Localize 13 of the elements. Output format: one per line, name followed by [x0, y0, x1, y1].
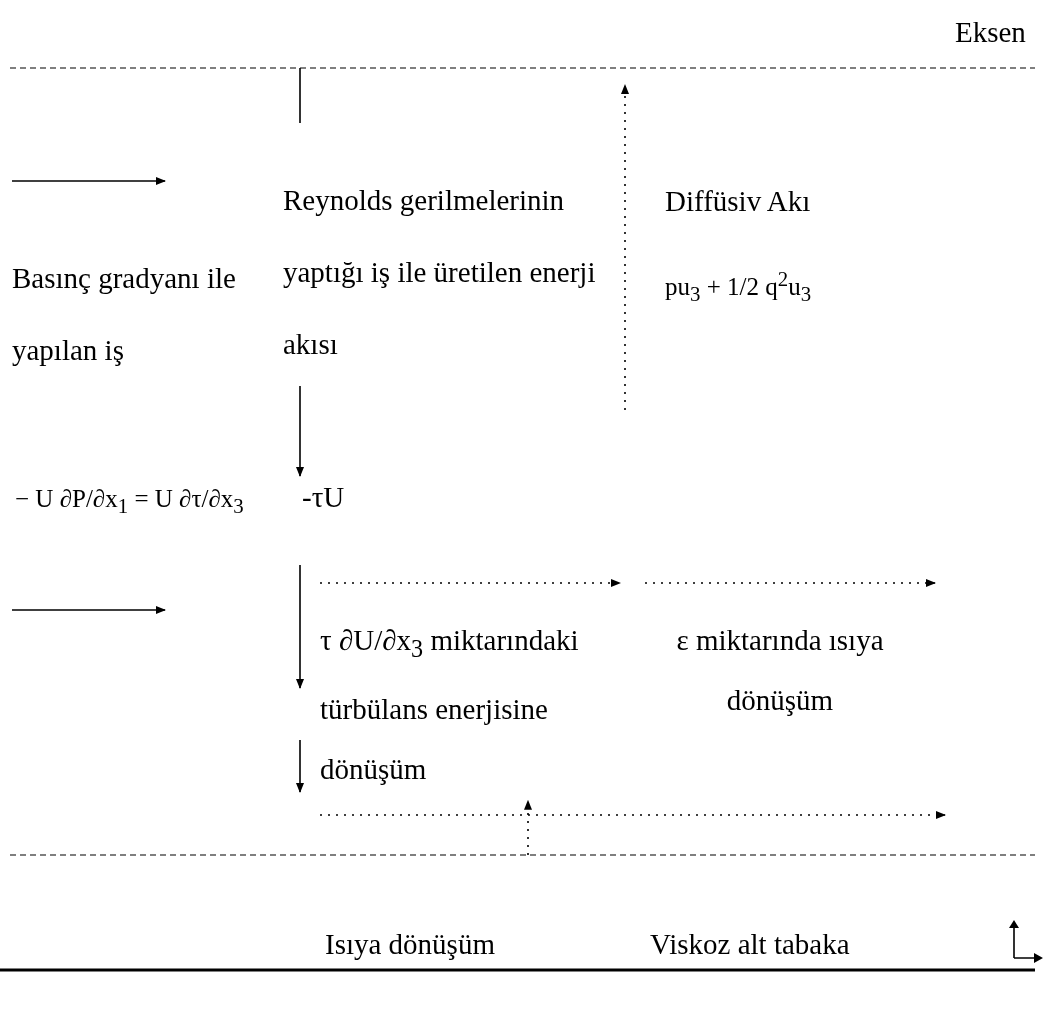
flow-text: ε miktarında ısıya dönüşüm — [675, 623, 885, 718]
flow-text: Basınç gradyanı ile yapılan iş — [12, 261, 237, 368]
flow-text: τ ∂U/∂x$_{3}$ miktarındaki türbülans enerjisine dönüşüm — [320, 623, 580, 787]
region-label: Viskoz alt tabaka — [650, 928, 850, 961]
flow-text: Diffüsiv Akı — [665, 184, 811, 218]
formula: pu$_{3}$ + 1/2 q$^{2}$u$_{3}$ — [665, 266, 812, 309]
axis-label: Eksen — [955, 16, 1026, 49]
arrow — [524, 799, 532, 856]
formula: − U ∂P/∂x$_{1}$ = U ∂τ/∂x$_{3}$ — [15, 484, 244, 520]
arrow — [296, 385, 304, 477]
flow-text: Reynolds gerilmelerinin yaptığı iş ile üretilen enerji akısı — [283, 183, 597, 362]
flow-text: -τU — [302, 480, 345, 514]
region-label: Isıya dönüşüm — [325, 928, 495, 961]
